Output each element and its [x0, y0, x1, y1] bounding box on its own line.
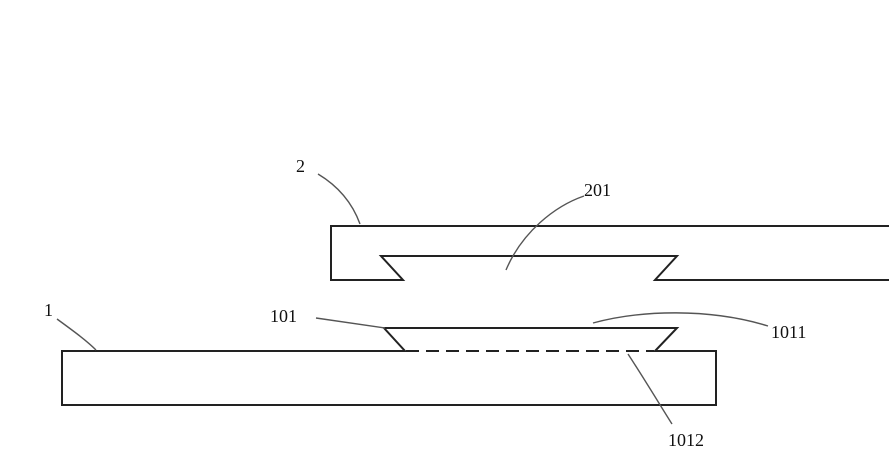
label-part-2: 2 — [296, 156, 305, 176]
lower-plate-outline — [61, 327, 717, 406]
label-surface-1011: 1011 — [771, 322, 806, 342]
leader-line-1 — [56, 318, 97, 351]
leader-line-101 — [315, 317, 386, 329]
leader-line-2 — [317, 173, 361, 225]
leader-line-1012 — [627, 353, 673, 425]
leader-line-1011 — [592, 312, 769, 327]
label-groove-201: 201 — [584, 180, 611, 200]
label-part-1: 1 — [44, 300, 53, 320]
label-surface-1012: 1012 — [668, 430, 704, 450]
leader-lines — [56, 173, 769, 425]
lower-plate-part-1 — [61, 327, 717, 406]
label-protrusion-101: 101 — [270, 306, 297, 326]
upper-plate-outline — [330, 225, 889, 281]
leader-line-201 — [505, 195, 585, 271]
reference-numerals: 2 201 1 101 1011 1012 — [44, 156, 806, 450]
upper-plate-part-2 — [330, 225, 889, 281]
